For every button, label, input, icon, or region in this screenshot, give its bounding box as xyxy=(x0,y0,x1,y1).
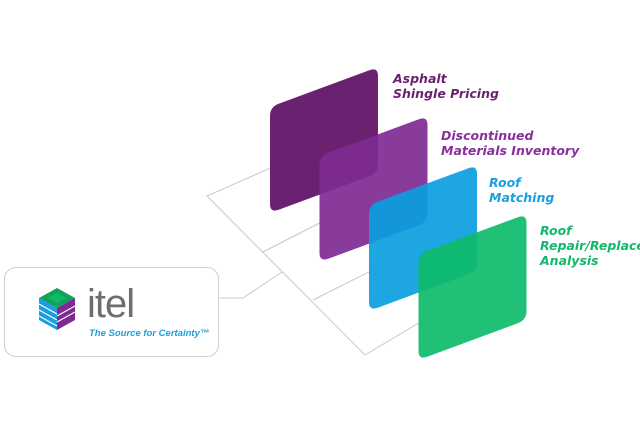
layer-panel-4 xyxy=(418,216,527,358)
itel-logo-card: itel The Source for Certainty™ xyxy=(4,267,219,357)
layer-label-roof-repair-replace: Roof Repair/Replace Analysis xyxy=(540,223,640,268)
logo-connector-line xyxy=(220,271,283,299)
itel-tagline: The Source for Certainty™ xyxy=(89,328,210,339)
connector-lines xyxy=(206,157,448,356)
layer-label-asphalt-shingle-pricing: Asphalt Shingle Pricing xyxy=(393,71,499,101)
layer-label-roof-matching: Roof Matching xyxy=(489,175,555,205)
base-outline-line xyxy=(206,157,366,356)
layer-label-discontinued-materials: Discontinued Materials Inventory xyxy=(441,128,580,158)
itel-wordmark: itel xyxy=(87,282,135,326)
itel-cube-logo-icon xyxy=(39,288,75,330)
